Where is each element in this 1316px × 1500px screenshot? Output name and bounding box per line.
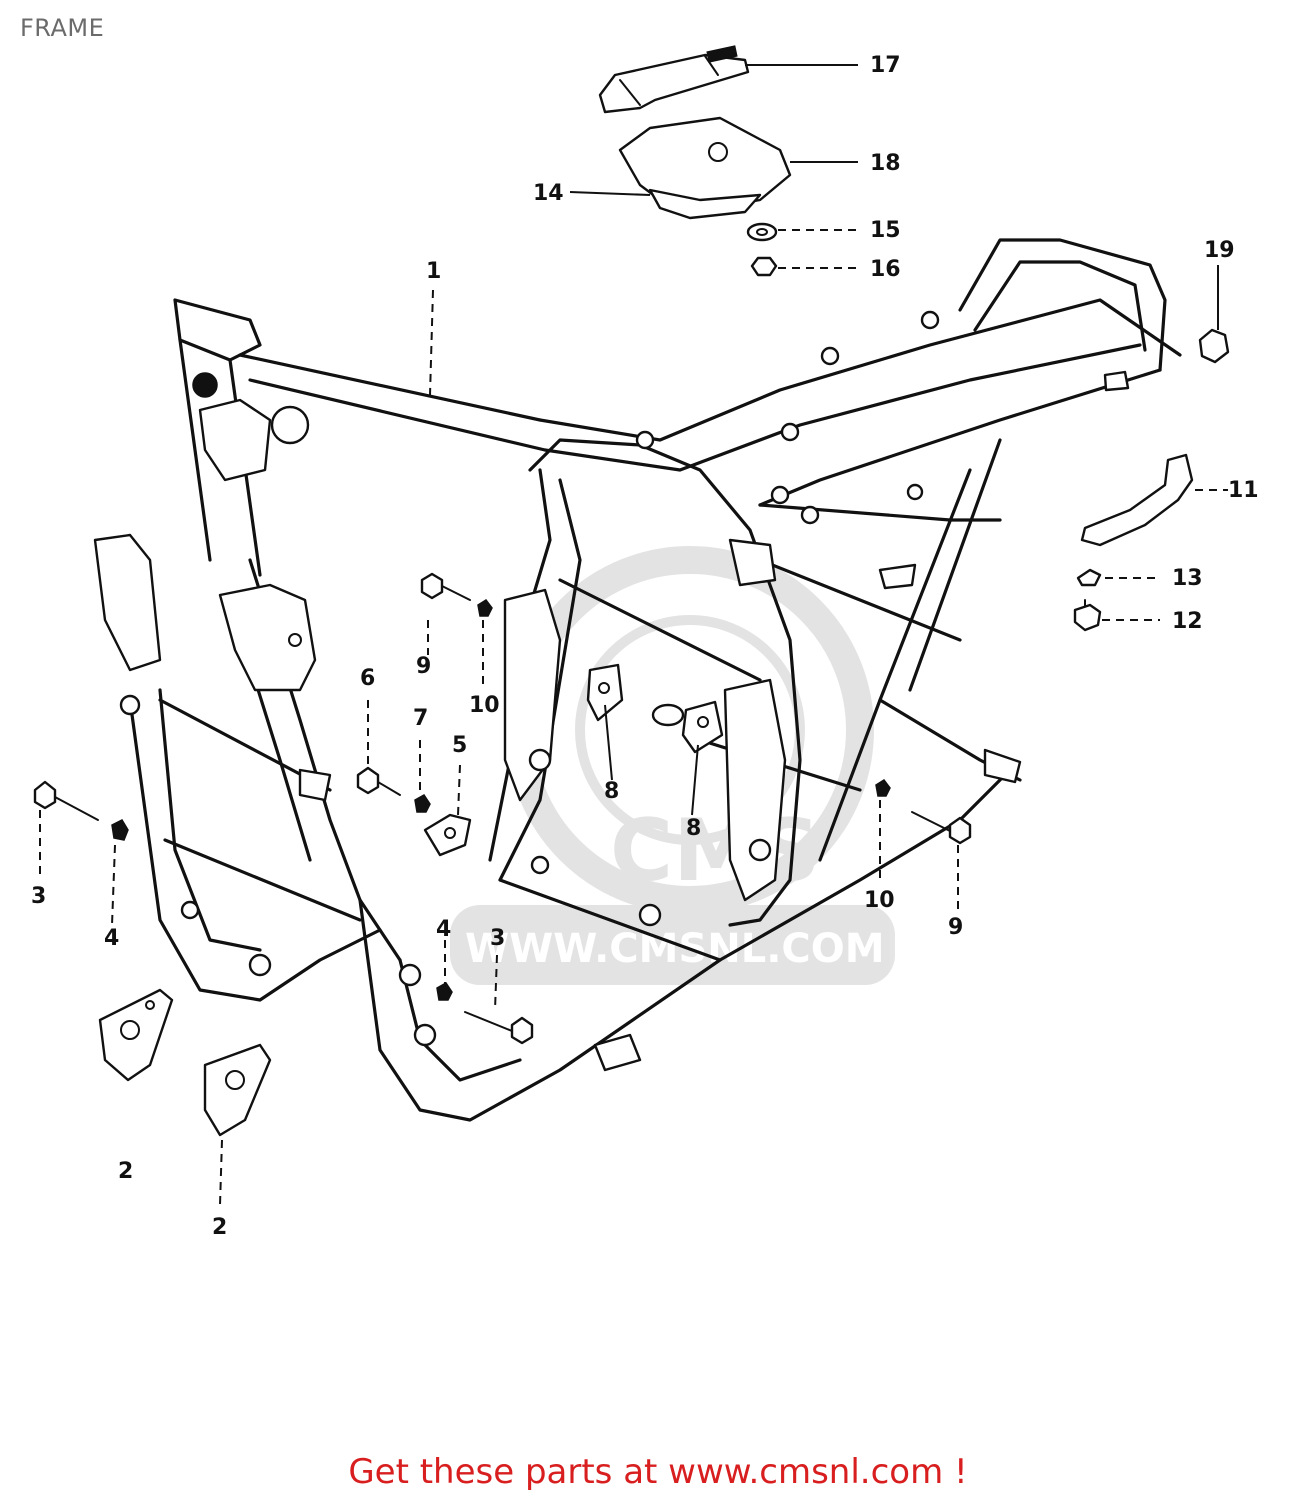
- part-3-bolt-b: [464, 1011, 534, 1045]
- part-4-nut-a: [111, 819, 129, 841]
- callout-16: 16: [870, 257, 901, 282]
- part-3-bolt-a: [33, 780, 99, 821]
- part-8-plate-a: [586, 663, 624, 722]
- callout-8-a: 8: [604, 779, 619, 804]
- callout-10-b: 10: [864, 888, 895, 913]
- callout-4-a: 4: [104, 926, 119, 951]
- callout-14: 14: [533, 181, 564, 206]
- callout-8-b: 8: [686, 816, 701, 841]
- part-7-nut: [414, 794, 431, 813]
- part-8-plate-b: [651, 700, 724, 754]
- callout-19: 19: [1204, 238, 1235, 263]
- callout-2-a: 2: [118, 1159, 133, 1184]
- callout-18: 18: [870, 151, 901, 176]
- callout-5: 5: [452, 733, 467, 758]
- part-11-bracket: [1080, 453, 1194, 547]
- part-2-plate-a: [98, 988, 174, 1082]
- part-15-washer: [746, 222, 778, 242]
- watermark-site-text: WWW.CMSNL.COM: [465, 926, 885, 972]
- callouts: 17 18 14 15 16 1 19 11 13 12 9 10 6 7 5 …: [31, 53, 1259, 1240]
- part-1-frame: [93, 238, 1182, 1122]
- callout-15: 15: [870, 218, 901, 243]
- part-10-nut-b: [875, 778, 891, 797]
- part-5-plate: [423, 813, 472, 857]
- part-12-bolt: [1073, 599, 1102, 632]
- callout-9-a: 9: [416, 654, 431, 679]
- part-6-bolt: [356, 766, 401, 796]
- callout-4-b: 4: [436, 917, 451, 942]
- callout-11: 11: [1228, 478, 1259, 503]
- part-13-washer: [1076, 568, 1102, 587]
- callout-7: 7: [413, 706, 428, 731]
- part-19-cap: [1198, 328, 1230, 364]
- part-9-bolt-a: [420, 572, 471, 601]
- callout-1: 1: [426, 259, 441, 284]
- part-9-bolt-b: [911, 811, 972, 845]
- leader-lines: [39, 64, 1228, 1206]
- part-4-nut-b: [436, 982, 453, 1001]
- part-2-plate-b: [203, 1043, 272, 1137]
- callout-9-b: 9: [948, 915, 963, 940]
- watermark-logo-text: CMS: [610, 801, 821, 901]
- watermark-ring-inner: [575, 615, 805, 845]
- callout-3-a: 3: [31, 884, 46, 909]
- part-18-cover: [618, 116, 792, 212]
- part-17-strap: [598, 45, 750, 114]
- callout-3-b: 3: [490, 926, 505, 951]
- callout-12: 12: [1172, 609, 1203, 634]
- part-10-nut-a: [477, 598, 493, 617]
- callout-10-a: 10: [469, 693, 500, 718]
- page-title: FRAME: [20, 14, 105, 42]
- callout-13: 13: [1172, 566, 1203, 591]
- callout-17: 17: [870, 53, 901, 78]
- part-14-bracket: [648, 188, 762, 220]
- footer-cta-link[interactable]: Get these parts at www.cmsnl.com !: [348, 1452, 968, 1492]
- callout-2-b: 2: [212, 1215, 227, 1240]
- part-16-nut: [750, 256, 778, 277]
- callout-6: 6: [360, 666, 375, 691]
